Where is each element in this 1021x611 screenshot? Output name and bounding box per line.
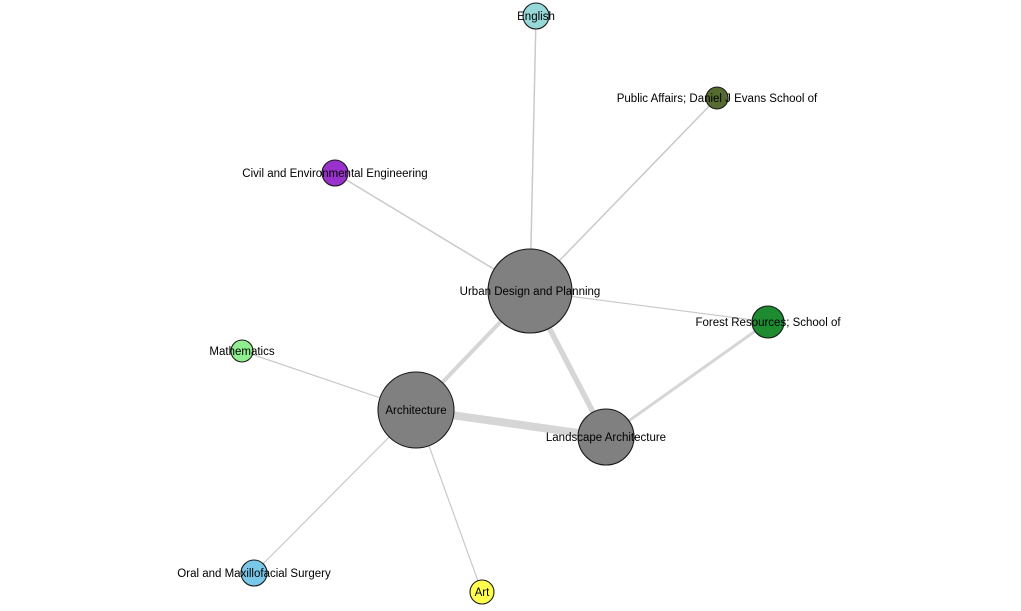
nodes-layer bbox=[230, 2, 785, 605]
node-english[interactable] bbox=[522, 2, 550, 30]
node-landscape-architecture[interactable] bbox=[577, 408, 635, 466]
node-art[interactable] bbox=[469, 579, 495, 605]
node-mathematics[interactable] bbox=[230, 339, 254, 363]
edge-public-affairs--urban-design-planning bbox=[529, 97, 718, 292]
node-urban-design-planning[interactable] bbox=[487, 248, 573, 334]
node-oral-maxillofacial-surgery[interactable] bbox=[240, 559, 268, 587]
node-architecture[interactable] bbox=[377, 371, 455, 449]
edge-landscape-architecture--forest-resources bbox=[605, 320, 769, 439]
node-public-affairs[interactable] bbox=[705, 86, 729, 110]
node-forest-resources[interactable] bbox=[751, 305, 785, 339]
node-civil-env-engineering[interactable] bbox=[321, 159, 349, 187]
edge-english--urban-design-planning bbox=[529, 15, 537, 292]
